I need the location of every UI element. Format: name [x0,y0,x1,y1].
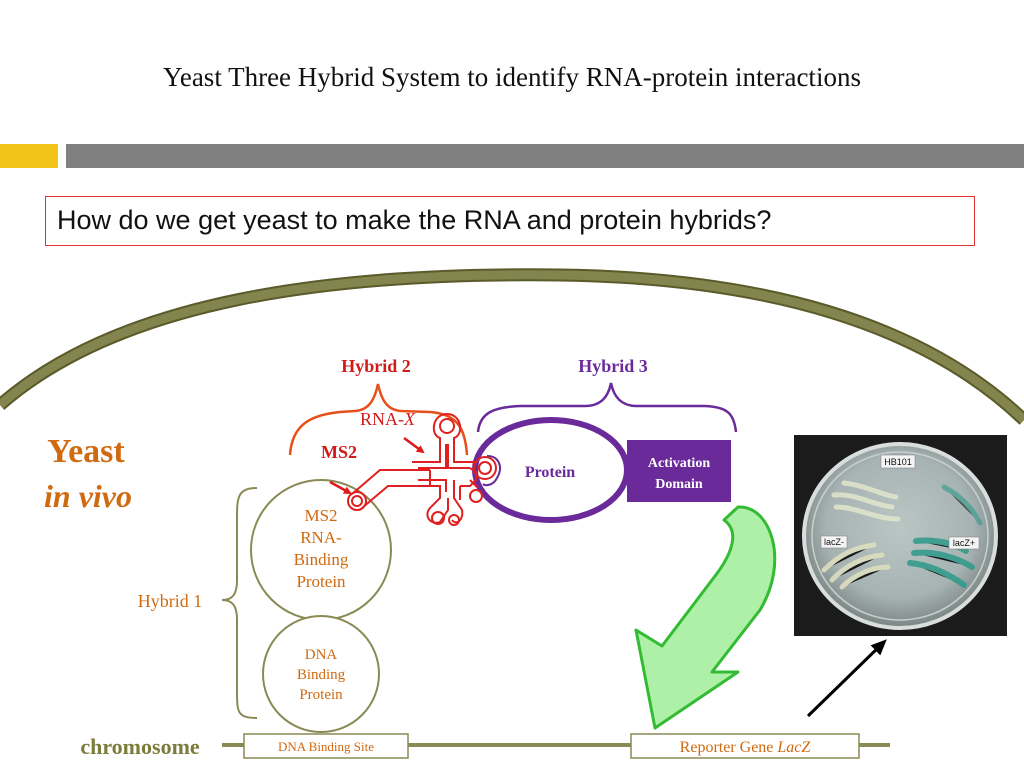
dna-binding-protein-line: Protein [299,687,343,703]
ms2-label: MS2 [321,442,357,462]
dna-binding-protein-line: Binding [297,667,346,683]
lacz-minus-streaks [821,542,891,590]
lacz-minus-tag-label: lacZ- [824,537,844,547]
hybrid3-label: Hybrid 3 [578,356,648,376]
hybrid2-brace [288,383,469,456]
dna-binding-protein-circle [262,615,380,733]
rna-x-structure [412,412,497,526]
yeast-cell-wall [0,268,1024,425]
dna-binding-site-label: DNA Binding Site [278,739,374,754]
hb101-streaks [831,480,901,522]
slide-title: Yeast Three Hybrid System to identify RN… [163,62,861,92]
accent-band-yellow [0,144,58,168]
in-vivo-label: in vivo [44,478,132,514]
protein-label: Protein [525,464,575,481]
activation-green-arrow [634,505,777,730]
chromosome-label: chromosome [80,734,200,759]
ms2-binding-protein-line: Binding [294,550,349,569]
lacz-plus-tag-label: lacZ+ [953,538,975,548]
dna-binding-site-box [243,733,409,759]
ms2-binding-protein-line: Protein [296,572,346,591]
dna-binding-protein-text: DNA Binding Protein [297,647,346,703]
rna-x-pointer-arrow [403,436,425,454]
hb101-tag [880,454,916,469]
ms2-binding-protein-text: MS2 RNA- Binding Protein [294,506,349,591]
hybrid1-brace [221,487,258,719]
hybrid1-label: Hybrid 1 [138,591,203,611]
hybrid2-label: Hybrid 2 [341,356,411,376]
result-pointer-arrow [806,639,887,718]
reporter-gene-box [630,733,860,759]
ms2-binding-protein-line: RNA- [300,528,342,547]
reporter-gene-label: Reporter Gene LacZ [680,739,812,756]
ms2-binding-protein-line: MS2 [304,506,337,525]
hybrid3-brace [476,382,738,433]
accent-band-gray [66,144,1024,168]
lacz-minus-tag [820,535,848,549]
lacz-plus-tag [948,536,980,550]
hb101-tag-label: HB101 [884,457,912,467]
ms2-rna-hairpin [347,469,431,511]
petri-dish-photo: HB101 lacZ- lacZ+ [794,435,1007,636]
question-box: How do we get yeast to make the RNA and … [45,196,975,246]
dna-binding-protein-line: DNA [305,647,338,663]
activation-domain-line: Activation [648,456,710,471]
yeast-label: Yeast [47,433,125,470]
rna-x-label: RNA-X [360,409,416,429]
activation-domain-box [627,440,731,502]
ms2-pointer-arrow [329,480,352,495]
activation-domain-line: Domain [655,477,703,492]
